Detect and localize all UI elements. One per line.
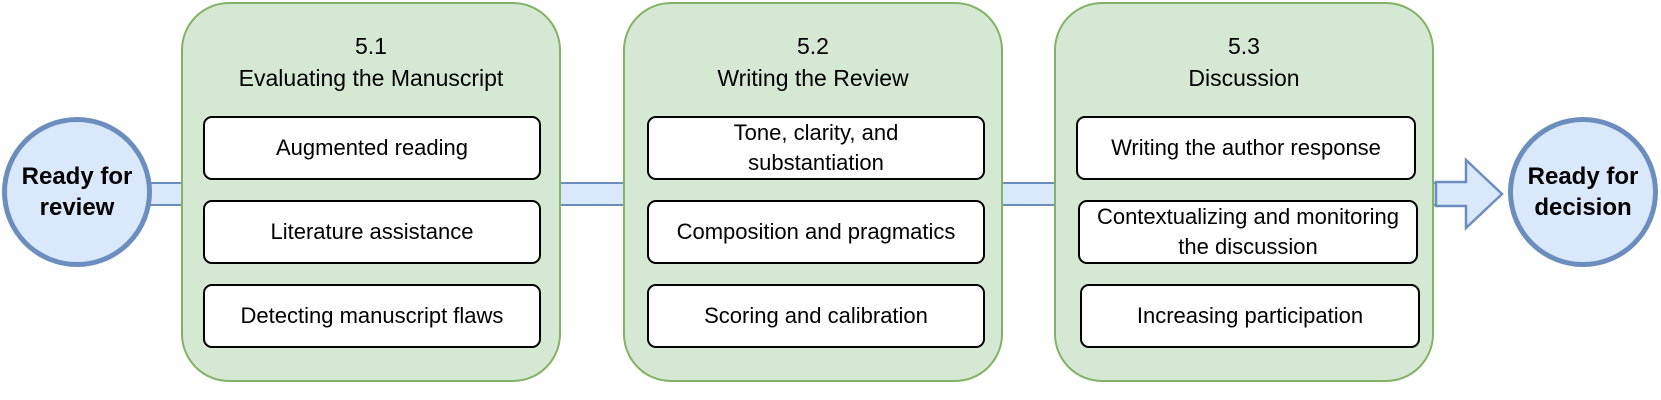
stage-item: Composition and pragmatics [647,200,985,264]
stage-item: Tone, clarity, and substantiation [647,116,985,180]
stage-title: 5.2 Writing the Review [625,30,1001,94]
stage-item: Augmented reading [203,116,541,180]
stage-5-3: 5.3 Discussion Writing the author respon… [1054,2,1434,382]
stage-5-2: 5.2 Writing the Review Tone, clarity, an… [623,2,1003,382]
end-node-ready-for-decision: Ready for decision [1508,117,1658,267]
stage-5-1: 5.1 Evaluating the Manuscript Augmented … [181,2,561,382]
stage-title: 5.1 Evaluating the Manuscript [183,30,559,94]
stage-name: Evaluating the Manuscript [238,65,504,91]
stage-title: 5.3 Discussion [1056,30,1432,94]
stage-number: 5.1 [355,33,387,59]
start-node-ready-for-review: Ready for review [2,117,152,267]
stage-item: Increasing participation [1080,284,1420,348]
connector-start-to-5-1 [150,182,186,206]
stage-name: Discussion [1188,65,1300,91]
stage-item: Contextualizing and monitoring the discu… [1078,200,1418,264]
connector-5-1-to-5-2 [558,182,628,206]
connector-5-2-to-5-3 [1002,182,1064,206]
arrow-right-icon [1434,157,1504,231]
stage-item: Writing the author response [1076,116,1416,180]
stage-number: 5.2 [797,33,829,59]
stage-item: Scoring and calibration [647,284,985,348]
stage-item: Literature assistance [203,200,541,264]
stage-item: Detecting manuscript flaws [203,284,541,348]
stage-name: Writing the Review [717,65,909,91]
stage-number: 5.3 [1228,33,1260,59]
